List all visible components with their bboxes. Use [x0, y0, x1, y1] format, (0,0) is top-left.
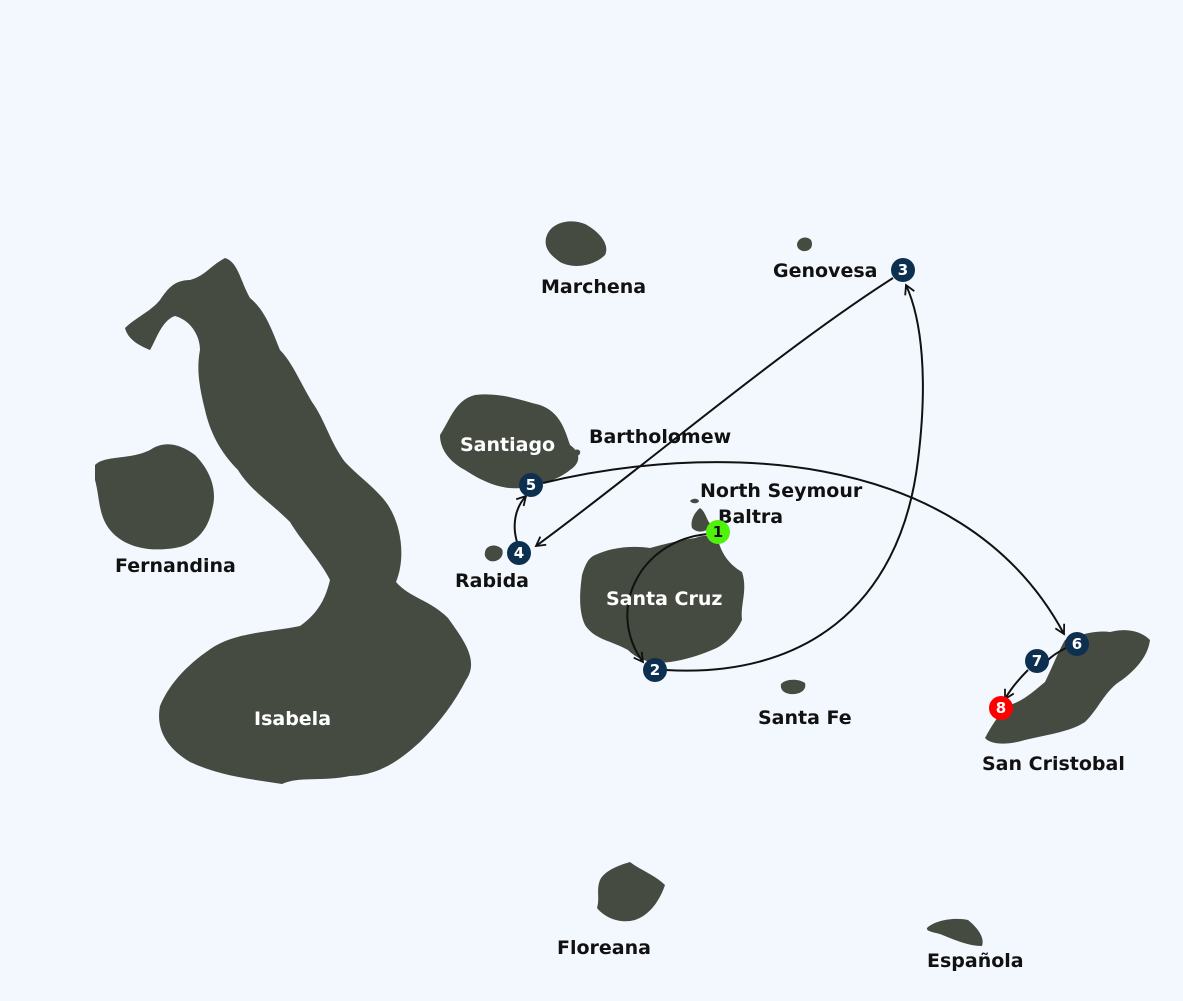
- route-1-to-2: [626, 533, 709, 664]
- island-floreana: [597, 862, 665, 922]
- island-baltra: [691, 508, 712, 532]
- island-rabida: [484, 545, 503, 562]
- label-san-cristobal: San Cristobal: [982, 753, 1125, 775]
- label-fernandina: Fernandina: [115, 555, 236, 577]
- label-santa-fe: Santa Fe: [758, 707, 852, 729]
- route-7-to-8: [1004, 669, 1029, 701]
- label-rabida: Rabida: [455, 570, 529, 592]
- svg-text:7: 7: [1032, 652, 1042, 670]
- island-genovesa: [797, 237, 813, 252]
- svg-text:4: 4: [514, 544, 524, 562]
- svg-text:3: 3: [898, 261, 908, 279]
- route-4-to-5: [513, 494, 528, 543]
- label-floreana: Floreana: [557, 937, 651, 959]
- svg-text:5: 5: [526, 476, 536, 494]
- stop-marker-6[interactable]: 6: [1065, 632, 1089, 656]
- stop-marker-1[interactable]: 1: [706, 520, 730, 544]
- stop-marker-7[interactable]: 7: [1025, 649, 1049, 673]
- label-espanola: Española: [927, 950, 1024, 972]
- label-marchena: Marchena: [541, 276, 646, 298]
- svg-text:1: 1: [713, 523, 723, 541]
- island-santa-cruz: [580, 535, 745, 663]
- stop-marker-4[interactable]: 4: [507, 541, 531, 565]
- island-bartholomew: [574, 449, 581, 456]
- route-3-to-4: [534, 277, 894, 548]
- label-north-seymour: North Seymour: [700, 480, 863, 502]
- label-isabela: Isabela: [254, 708, 331, 730]
- label-baltra: Baltra: [718, 506, 783, 528]
- island-marchena: [545, 221, 607, 266]
- stop-marker-2[interactable]: 2: [643, 658, 667, 682]
- route-5-to-6: [542, 461, 1066, 636]
- svg-text:2: 2: [650, 661, 660, 679]
- island-santa-fe: [780, 679, 806, 695]
- stop-marker-8[interactable]: 8: [989, 696, 1013, 720]
- island-san-cristobal: [985, 630, 1150, 744]
- stop-marker-5[interactable]: 5: [519, 473, 543, 497]
- island-fernandina: [95, 444, 215, 550]
- island-santiago: [440, 394, 579, 489]
- label-genovesa: Genovesa: [773, 260, 877, 282]
- island-espanola: [926, 918, 983, 946]
- route-6-to-7: [1047, 647, 1067, 661]
- route-2-to-3: [665, 283, 924, 672]
- stop-marker-3[interactable]: 3: [891, 258, 915, 282]
- label-bartholomew: Bartholomew: [589, 426, 731, 448]
- island-isabela: [125, 258, 472, 784]
- svg-text:8: 8: [996, 699, 1006, 717]
- svg-text:6: 6: [1072, 635, 1082, 653]
- island-north-seymour: [690, 498, 699, 504]
- label-santiago: Santiago: [460, 434, 555, 456]
- label-santa-cruz: Santa Cruz: [606, 588, 722, 610]
